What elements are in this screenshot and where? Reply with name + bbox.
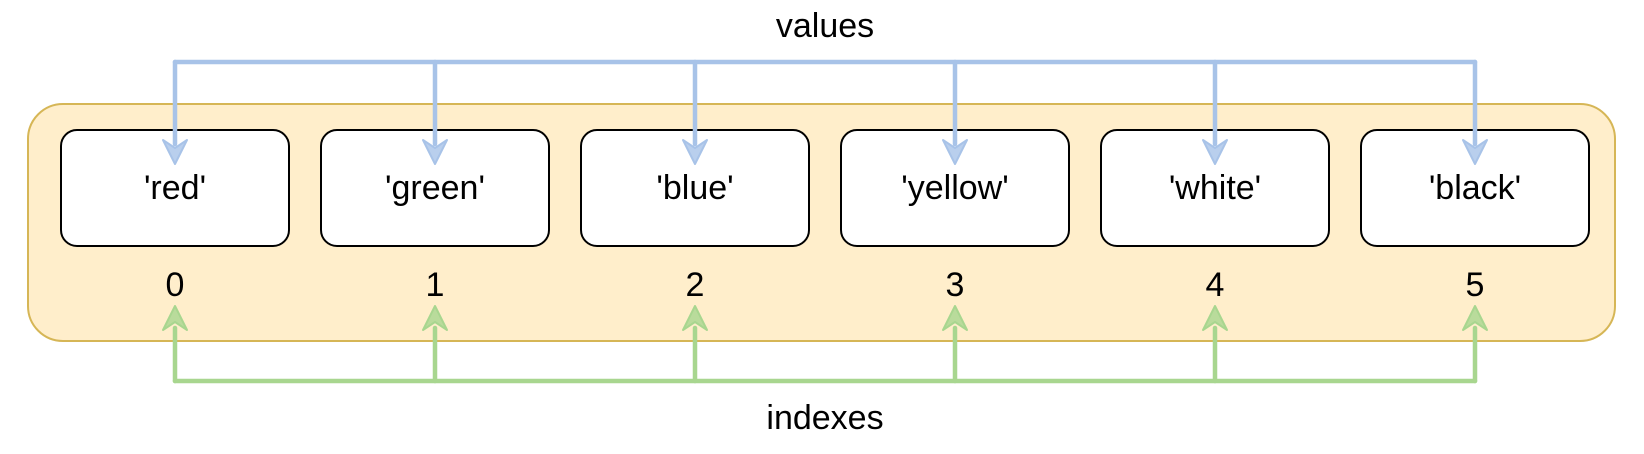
values-label: values xyxy=(775,7,875,45)
index-number: 5 xyxy=(1465,266,1485,304)
index-number: 4 xyxy=(1205,266,1225,304)
list-cell: 'red' xyxy=(60,129,290,247)
list-container xyxy=(27,103,1616,342)
index-number: 0 xyxy=(165,266,185,304)
list-cell: 'green' xyxy=(320,129,550,247)
indexes-label: indexes xyxy=(766,399,884,437)
index-number: 1 xyxy=(425,266,445,304)
cell-value: 'red' xyxy=(143,168,207,207)
cell-value: 'green' xyxy=(385,168,485,207)
list-cell: 'yellow' xyxy=(840,129,1070,247)
list-cell: 'blue' xyxy=(580,129,810,247)
cell-value: 'blue' xyxy=(656,168,734,207)
index-number: 2 xyxy=(685,266,705,304)
list-cell: 'white' xyxy=(1100,129,1330,247)
cell-value: 'white' xyxy=(1168,168,1262,207)
index-number: 3 xyxy=(945,266,965,304)
cell-value: 'yellow' xyxy=(901,168,1009,207)
cell-value: 'black' xyxy=(1428,168,1522,207)
list-cell: 'black' xyxy=(1360,129,1590,247)
